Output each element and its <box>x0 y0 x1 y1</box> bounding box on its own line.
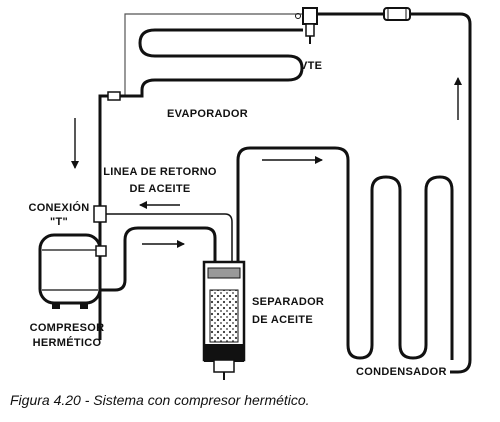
label-condensador: CONDENSADOR <box>356 366 447 378</box>
figure-caption: Figura 4.20 - Sistema con compresor herm… <box>10 392 310 408</box>
label-compresor-line1: COMPRESOR <box>29 322 105 334</box>
label-separador-line2: DE ACEITE <box>252 314 313 326</box>
hot-gas-line <box>236 146 454 360</box>
oil-separator-icon <box>202 260 246 380</box>
label-compresor-line2: HERMÉTICO <box>32 337 102 349</box>
label-vte: VTE <box>300 60 323 72</box>
label-evaporador: EVAPORADOR <box>167 108 249 120</box>
evaporator-coil <box>98 28 304 340</box>
liquid-line <box>316 12 472 374</box>
oil-return-line <box>100 213 233 262</box>
label-linea-retorno: LINEA DE RETORNO DE ACEITE <box>100 166 220 196</box>
label-separador-line1: SEPARADOR <box>252 296 325 308</box>
filter-drier-icon <box>383 7 411 21</box>
label-compresor: COMPRESOR HERMÉTICO <box>12 322 122 350</box>
compressor-icon <box>38 233 107 309</box>
label-conexion-line1: CONEXIÓN <box>28 202 90 214</box>
t-connection-icon <box>93 205 107 223</box>
label-separador: SEPARADOR DE ACEITE <box>252 296 324 327</box>
label-conexion: CONEXIÓN "T" <box>24 202 94 229</box>
expansion-valve-icon <box>295 7 318 44</box>
suction-fitting <box>107 91 121 101</box>
label-linea-retorno-line2: DE ACEITE <box>129 183 191 195</box>
discharge-line <box>100 226 217 292</box>
label-linea-retorno-line1: LINEA DE RETORNO <box>103 166 217 178</box>
label-conexion-line2: "T" <box>49 216 69 228</box>
